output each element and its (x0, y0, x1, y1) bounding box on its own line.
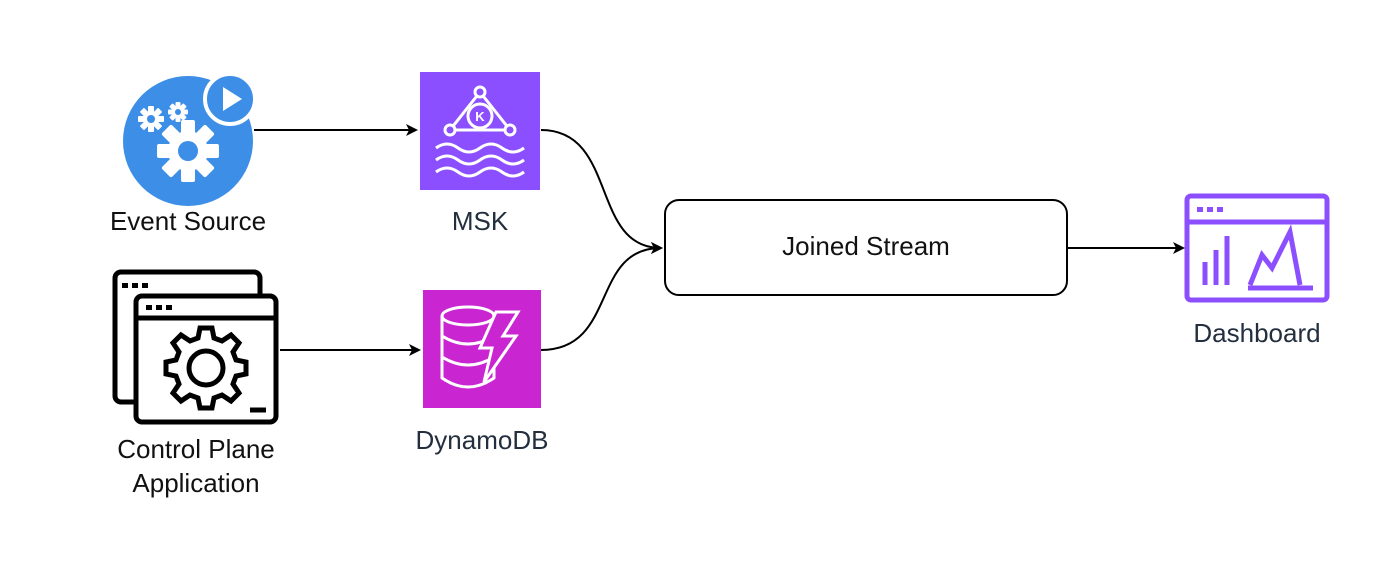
control-plane-label: Control Plane Application (86, 433, 306, 501)
msk-label: MSK (451, 206, 509, 236)
joined-stream-label: Joined Stream (782, 231, 950, 261)
control-plane-label-line2: Application (132, 467, 260, 498)
event-source-icon (123, 72, 257, 206)
edge-dynamodb-to-joined-stream (540, 242, 663, 351)
event-source-label: Event Source (109, 206, 267, 236)
dashboard-label: Dashboard (1193, 318, 1321, 348)
control-plane-label-line1: Control Plane (117, 434, 275, 464)
dashboard-icon (1184, 193, 1330, 303)
kafka-badge: K (475, 109, 485, 124)
kafka-icon: K (420, 72, 540, 190)
control-plane-application-icon (112, 269, 279, 425)
dynamodb-label: DynamoDB (415, 425, 549, 455)
dynamodb-icon (423, 290, 541, 408)
edge-msk-to-joined-stream (540, 129, 663, 254)
